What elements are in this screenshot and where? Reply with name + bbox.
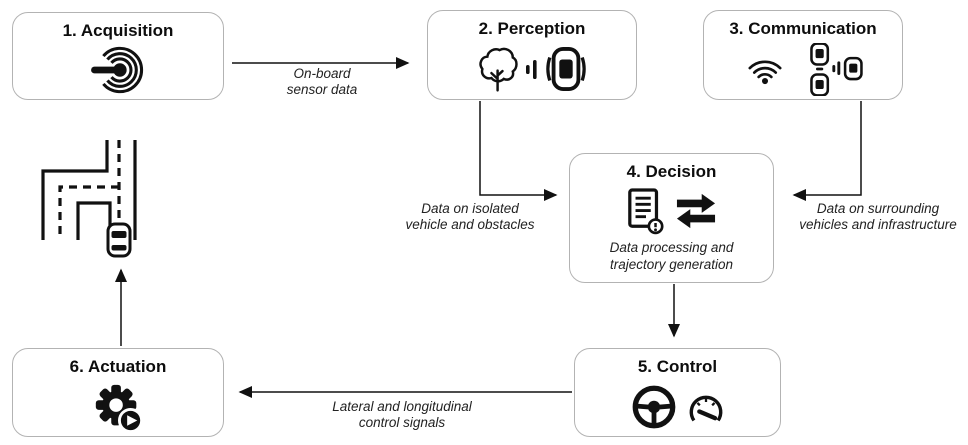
box-title: 4. Decision [626, 162, 717, 181]
signal-waves-icon [525, 59, 537, 79]
sensed-car-icon [545, 47, 586, 92]
box-title: 1. Acquisition [62, 21, 174, 40]
steering-wheel-icon [632, 385, 676, 429]
edge-label-isolated-vehicle: Data on isolated vehicle and obstacles [405, 201, 535, 233]
box-title: 6. Actuation [69, 357, 167, 376]
decision-sublabel: Data processing and trajectory generatio… [609, 240, 734, 272]
road-intersection-icon [41, 140, 137, 258]
wifi-icon [748, 60, 782, 85]
flow-box-communication: 3. Communication [703, 10, 903, 100]
ego-car-icon [106, 222, 132, 258]
box-title: 2. Perception [478, 19, 586, 38]
edge-label-control-signals: Lateral and longitudinal control signals [332, 399, 472, 431]
edge-label-surrounding-vehicles: Data on surrounding vehicles and infrast… [799, 201, 957, 233]
flow-box-actuation: 6. Actuation [12, 348, 224, 437]
radar-sensor-icon [91, 47, 144, 94]
edge-label-onboard-sensor-data: On-board sensor data [286, 66, 358, 98]
flow-box-control: 5. Control [574, 348, 781, 437]
tree-icon [478, 47, 518, 92]
flow-box-perception: 2. Perception [427, 10, 637, 100]
exchange-arrows-icon [676, 194, 715, 229]
gear-play-icon [95, 384, 144, 433]
box-title: 5. Control [637, 357, 718, 376]
flow-box-acquisition: 1. Acquisition [12, 12, 224, 100]
flow-box-decision: 4. Decision Data processing and trajecto… [569, 153, 774, 283]
v2v-communication-icon [810, 42, 863, 96]
box-title: 3. Communication [729, 19, 877, 38]
speedometer-icon [689, 395, 723, 422]
document-alert-icon [627, 188, 664, 235]
